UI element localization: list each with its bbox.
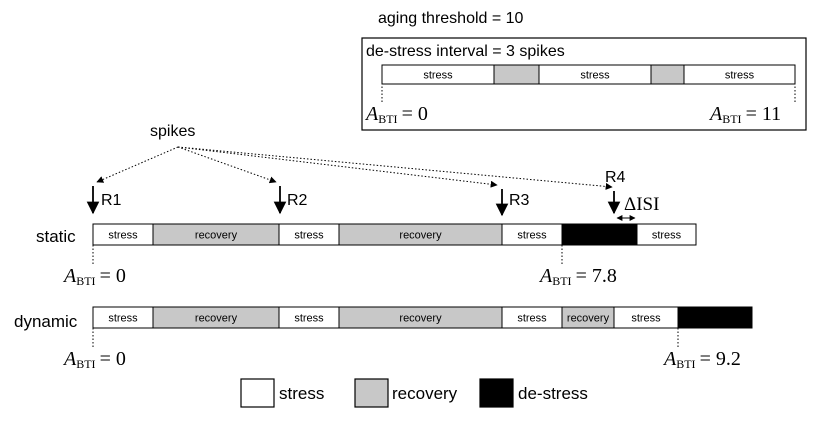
inset-segment-label: stress [725,69,755,81]
aging-threshold-label: aging threshold = 10 [378,10,524,27]
request-r2: R2 [287,192,308,209]
static-segment-label: recovery [399,229,442,241]
dynamic-abti-end: ABTI= 9.2 [662,348,741,371]
static-segment-destress [561,223,638,246]
static-segment-label: stress [652,229,682,241]
static-abti-start: ABTI= 0 [62,265,126,288]
legend-label-destress: de-stress [518,384,588,403]
static-segment-label: recovery [195,229,238,241]
dynamic-segment-label: recovery [399,312,442,324]
inset-abti-start: ABTI= 0 [364,103,428,126]
delta-isi-label: ΔISI [624,194,659,215]
inset-segment-recovery [493,64,540,85]
static-segment-label: stress [517,229,547,241]
legend-label-recovery: recovery [392,384,458,403]
dynamic-row-label: dynamic [14,312,78,331]
spike-ray-r4 [177,146,613,190]
static-timeline: stress recovery stress recovery stress stress [92,223,697,246]
dynamic-timeline: stress recovery stress recovery stress recove… [92,306,753,329]
dynamic-abti-start: ABTI= 0 [62,348,126,371]
dynamic-segment-label: recovery [195,312,238,324]
spike-ray-r2 [177,146,277,184]
dynamic-segment-label: stress [517,312,547,324]
legend-swatch-recovery [354,378,389,408]
inset-abti-end: ABTI= 11 [708,103,781,126]
dynamic-segment-label: stress [631,312,661,324]
dynamic-segment-label: stress [108,312,138,324]
static-segment-label: stress [108,229,138,241]
inset-segment-label: stress [423,69,453,81]
inset-segment-recovery [650,64,685,85]
request-r1: R1 [101,192,122,209]
request-r4: R4 [605,169,626,186]
legend: stress recovery de-stress [240,378,588,408]
dynamic-segment-label: recovery [567,312,610,324]
destress-interval-label: de-stress interval = 3 spikes [366,43,565,60]
legend-swatch-stress [240,378,275,408]
spike-rays [96,146,613,190]
static-segment-label: stress [294,229,324,241]
static-abti-mid: ABTI= 7.8 [538,265,617,288]
inset-segment-stress [683,64,796,85]
spikes-label: spikes [150,123,195,140]
inset-segment-label: stress [580,69,610,81]
inset-frame [361,37,807,131]
dynamic-segment-label: stress [294,312,324,324]
static-segment-stress [636,223,697,246]
spike-ray-r3 [177,146,498,188]
spike-ray-r1 [96,146,179,183]
legend-swatch-destress [479,378,514,408]
static-row-label: static [36,227,76,246]
request-r3: R3 [509,192,530,209]
legend-label-stress: stress [279,384,324,403]
inset-timeline: stress stress stress [381,64,796,85]
request-arrows [86,186,621,217]
dynamic-segment-destress [677,306,753,329]
